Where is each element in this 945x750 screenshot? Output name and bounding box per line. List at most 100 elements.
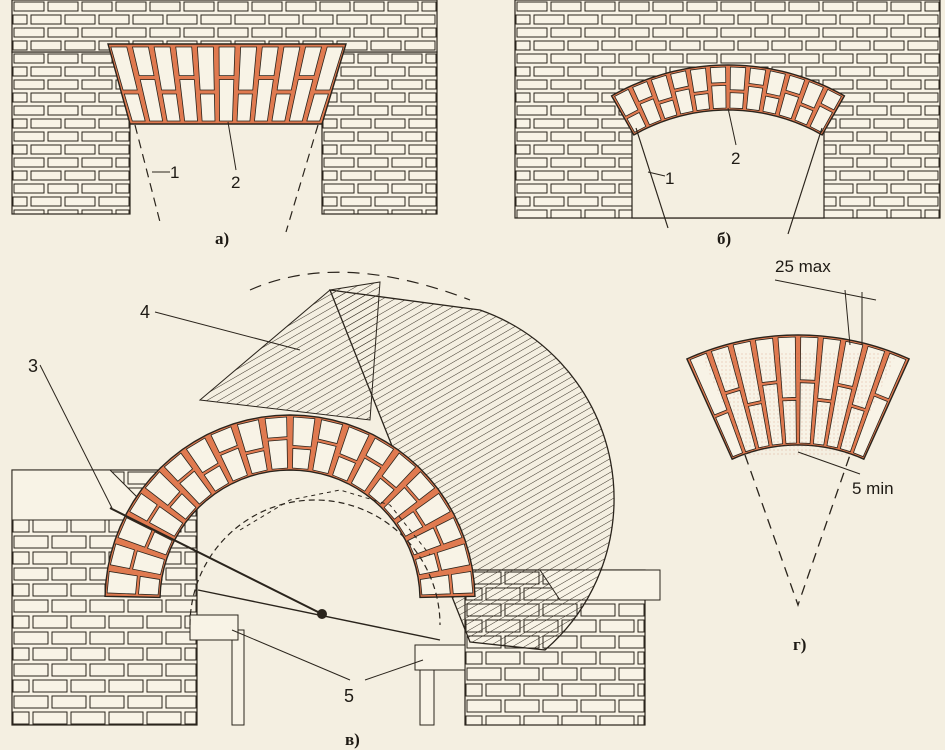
brick bbox=[408, 66, 437, 77]
brick bbox=[115, 131, 130, 142]
brick bbox=[32, 615, 68, 629]
brick bbox=[924, 53, 940, 64]
brick bbox=[550, 105, 582, 116]
panel-a-leader-2 bbox=[227, 121, 237, 171]
voussoir-brick bbox=[106, 571, 138, 595]
brick bbox=[425, 209, 437, 215]
voussoir-brick bbox=[109, 543, 135, 570]
brick bbox=[127, 695, 163, 709]
brick bbox=[370, 40, 402, 51]
brick bbox=[391, 53, 423, 64]
brick bbox=[890, 27, 922, 38]
brick bbox=[251, 27, 283, 38]
brick bbox=[89, 599, 125, 613]
brick bbox=[515, 14, 531, 25]
brick bbox=[319, 27, 351, 38]
brick bbox=[13, 53, 45, 64]
brick bbox=[907, 40, 939, 51]
voussoir-brick bbox=[632, 81, 653, 102]
brick bbox=[13, 131, 45, 142]
detail-center-lines bbox=[744, 454, 851, 607]
voussoir-brick bbox=[650, 74, 673, 102]
brick bbox=[89, 695, 125, 709]
voussoir-brick bbox=[267, 439, 288, 470]
panel-g-dim-bottom: 5 min bbox=[852, 479, 894, 498]
brick bbox=[567, 170, 599, 181]
wall-outline bbox=[321, 51, 438, 215]
brick bbox=[425, 105, 437, 116]
brick bbox=[584, 1, 616, 12]
brick bbox=[81, 209, 113, 215]
brick bbox=[184, 551, 197, 565]
brick bbox=[408, 92, 437, 103]
voussoir-brick bbox=[436, 543, 471, 571]
brick bbox=[98, 196, 130, 207]
voussoir-brick bbox=[820, 88, 842, 111]
lintel-brick bbox=[196, 46, 215, 91]
lintel-brick bbox=[298, 46, 323, 76]
brick bbox=[391, 157, 423, 168]
brick bbox=[32, 551, 68, 565]
voussoir-brick bbox=[419, 574, 451, 596]
brick bbox=[561, 651, 597, 665]
brick bbox=[70, 711, 106, 725]
brick bbox=[425, 53, 437, 64]
voussoir-brick bbox=[748, 67, 767, 86]
brick bbox=[839, 118, 871, 129]
voussoir-brick bbox=[659, 99, 678, 120]
brick bbox=[516, 209, 548, 219]
brick bbox=[523, 715, 559, 726]
brick bbox=[465, 651, 483, 665]
brick bbox=[12, 40, 28, 51]
brick bbox=[98, 14, 130, 25]
brick bbox=[425, 157, 437, 168]
voussoir-brick bbox=[148, 506, 184, 537]
brick bbox=[856, 27, 888, 38]
brick bbox=[30, 66, 62, 77]
brick bbox=[924, 79, 940, 90]
panel-g-joint-detail: 25 max 5 min г) bbox=[685, 257, 911, 654]
brick bbox=[108, 679, 144, 693]
brick bbox=[618, 53, 650, 64]
brick bbox=[391, 79, 423, 90]
brick bbox=[251, 1, 283, 12]
brick bbox=[584, 27, 616, 38]
brick bbox=[567, 118, 599, 129]
brick bbox=[13, 105, 45, 116]
panel-v-caption: в) bbox=[345, 730, 360, 749]
brick bbox=[89, 663, 125, 677]
panel-v-label-3: 3 bbox=[28, 356, 38, 376]
brick bbox=[47, 209, 79, 215]
brick bbox=[357, 131, 389, 142]
lintel-brick bbox=[139, 79, 164, 122]
voussoir-brick bbox=[639, 98, 662, 126]
brick bbox=[12, 615, 30, 629]
wedge-right bbox=[414, 644, 466, 671]
panel-v-leader-3 bbox=[39, 364, 113, 509]
brick bbox=[635, 14, 667, 25]
panel-b-segmental-arch: 1 2 б) bbox=[514, 0, 941, 248]
brick bbox=[51, 599, 87, 613]
lintel-brick bbox=[123, 93, 146, 122]
brick bbox=[408, 170, 437, 181]
brick bbox=[268, 14, 300, 25]
brick bbox=[465, 715, 483, 726]
brick bbox=[839, 66, 871, 77]
brick bbox=[374, 92, 406, 103]
brick bbox=[322, 118, 338, 129]
brick bbox=[47, 157, 79, 168]
brick bbox=[856, 105, 888, 116]
brick bbox=[30, 196, 62, 207]
brick bbox=[516, 157, 548, 168]
brick bbox=[13, 157, 45, 168]
voussoir-brick bbox=[729, 66, 747, 91]
brick bbox=[515, 40, 531, 51]
brick bbox=[374, 66, 406, 77]
panel-a-right-wall bbox=[321, 51, 438, 215]
brick bbox=[924, 157, 940, 168]
brick bbox=[374, 118, 406, 129]
voussoir-brick bbox=[365, 437, 395, 466]
brick bbox=[108, 615, 144, 629]
panel-v-leader-4 bbox=[154, 311, 301, 351]
brick bbox=[425, 131, 437, 142]
